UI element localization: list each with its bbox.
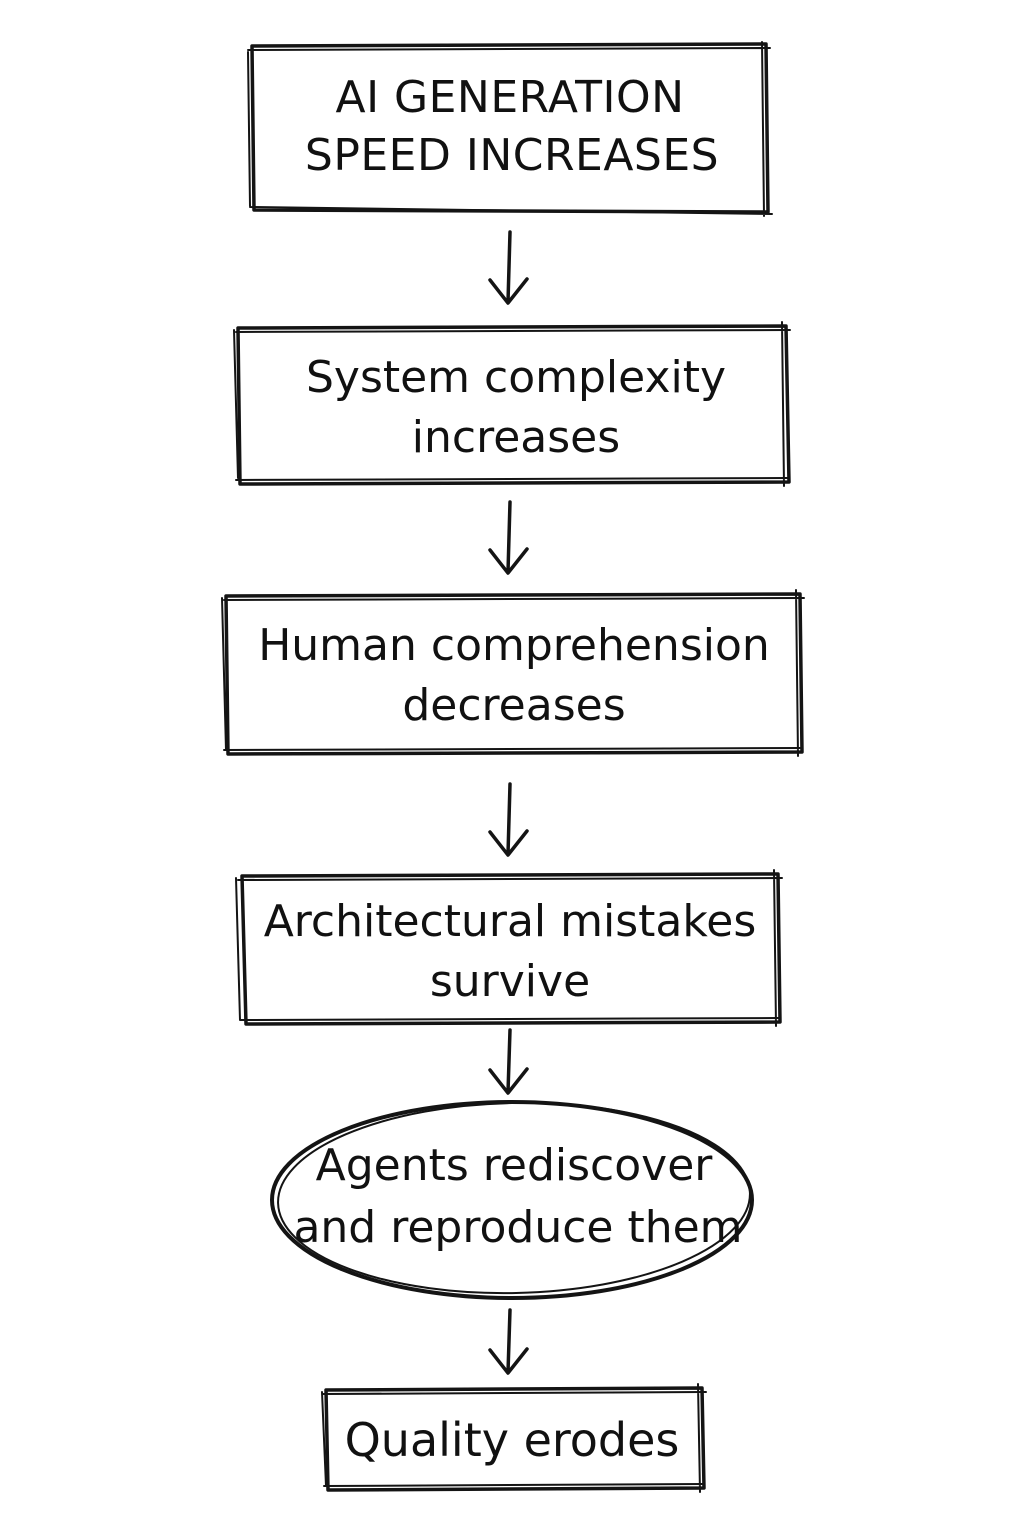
step-1-line-2: SPEED INCREASES: [305, 130, 719, 181]
step-agents-rediscover: Agents rediscover and reproduce them: [270, 1100, 754, 1300]
step-human-comprehension: Human comprehension decreases: [221, 589, 805, 757]
arrow-3: [488, 782, 529, 857]
step-5-line-2: and reproduce them: [293, 1202, 742, 1253]
step-ai-generation-speed: AI GENERATION SPEED INCREASES: [247, 41, 773, 217]
arrow-2: [488, 500, 529, 575]
step-1-line-1: AI GENERATION: [335, 72, 684, 123]
step-quality-erodes: Quality erodes: [321, 1383, 707, 1493]
step-architectural-mistakes: Architectural mistakes survive: [235, 869, 783, 1027]
step-4-line-2: survive: [430, 956, 590, 1007]
step-6-line-1: Quality erodes: [345, 1413, 680, 1467]
step-system-complexity: System complexity increases: [233, 321, 791, 487]
step-3-line-2: decreases: [402, 680, 625, 731]
arrow-4: [488, 1028, 529, 1095]
step-2-line-2: increases: [412, 412, 620, 463]
arrow-5: [488, 1308, 529, 1375]
step-5-line-1: Agents rediscover: [316, 1140, 714, 1191]
step-4-line-1: Architectural mistakes: [264, 896, 757, 947]
step-2-line-1: System complexity: [306, 352, 726, 403]
arrow-1: [488, 230, 529, 305]
step-3-line-1: Human comprehension: [258, 620, 770, 671]
